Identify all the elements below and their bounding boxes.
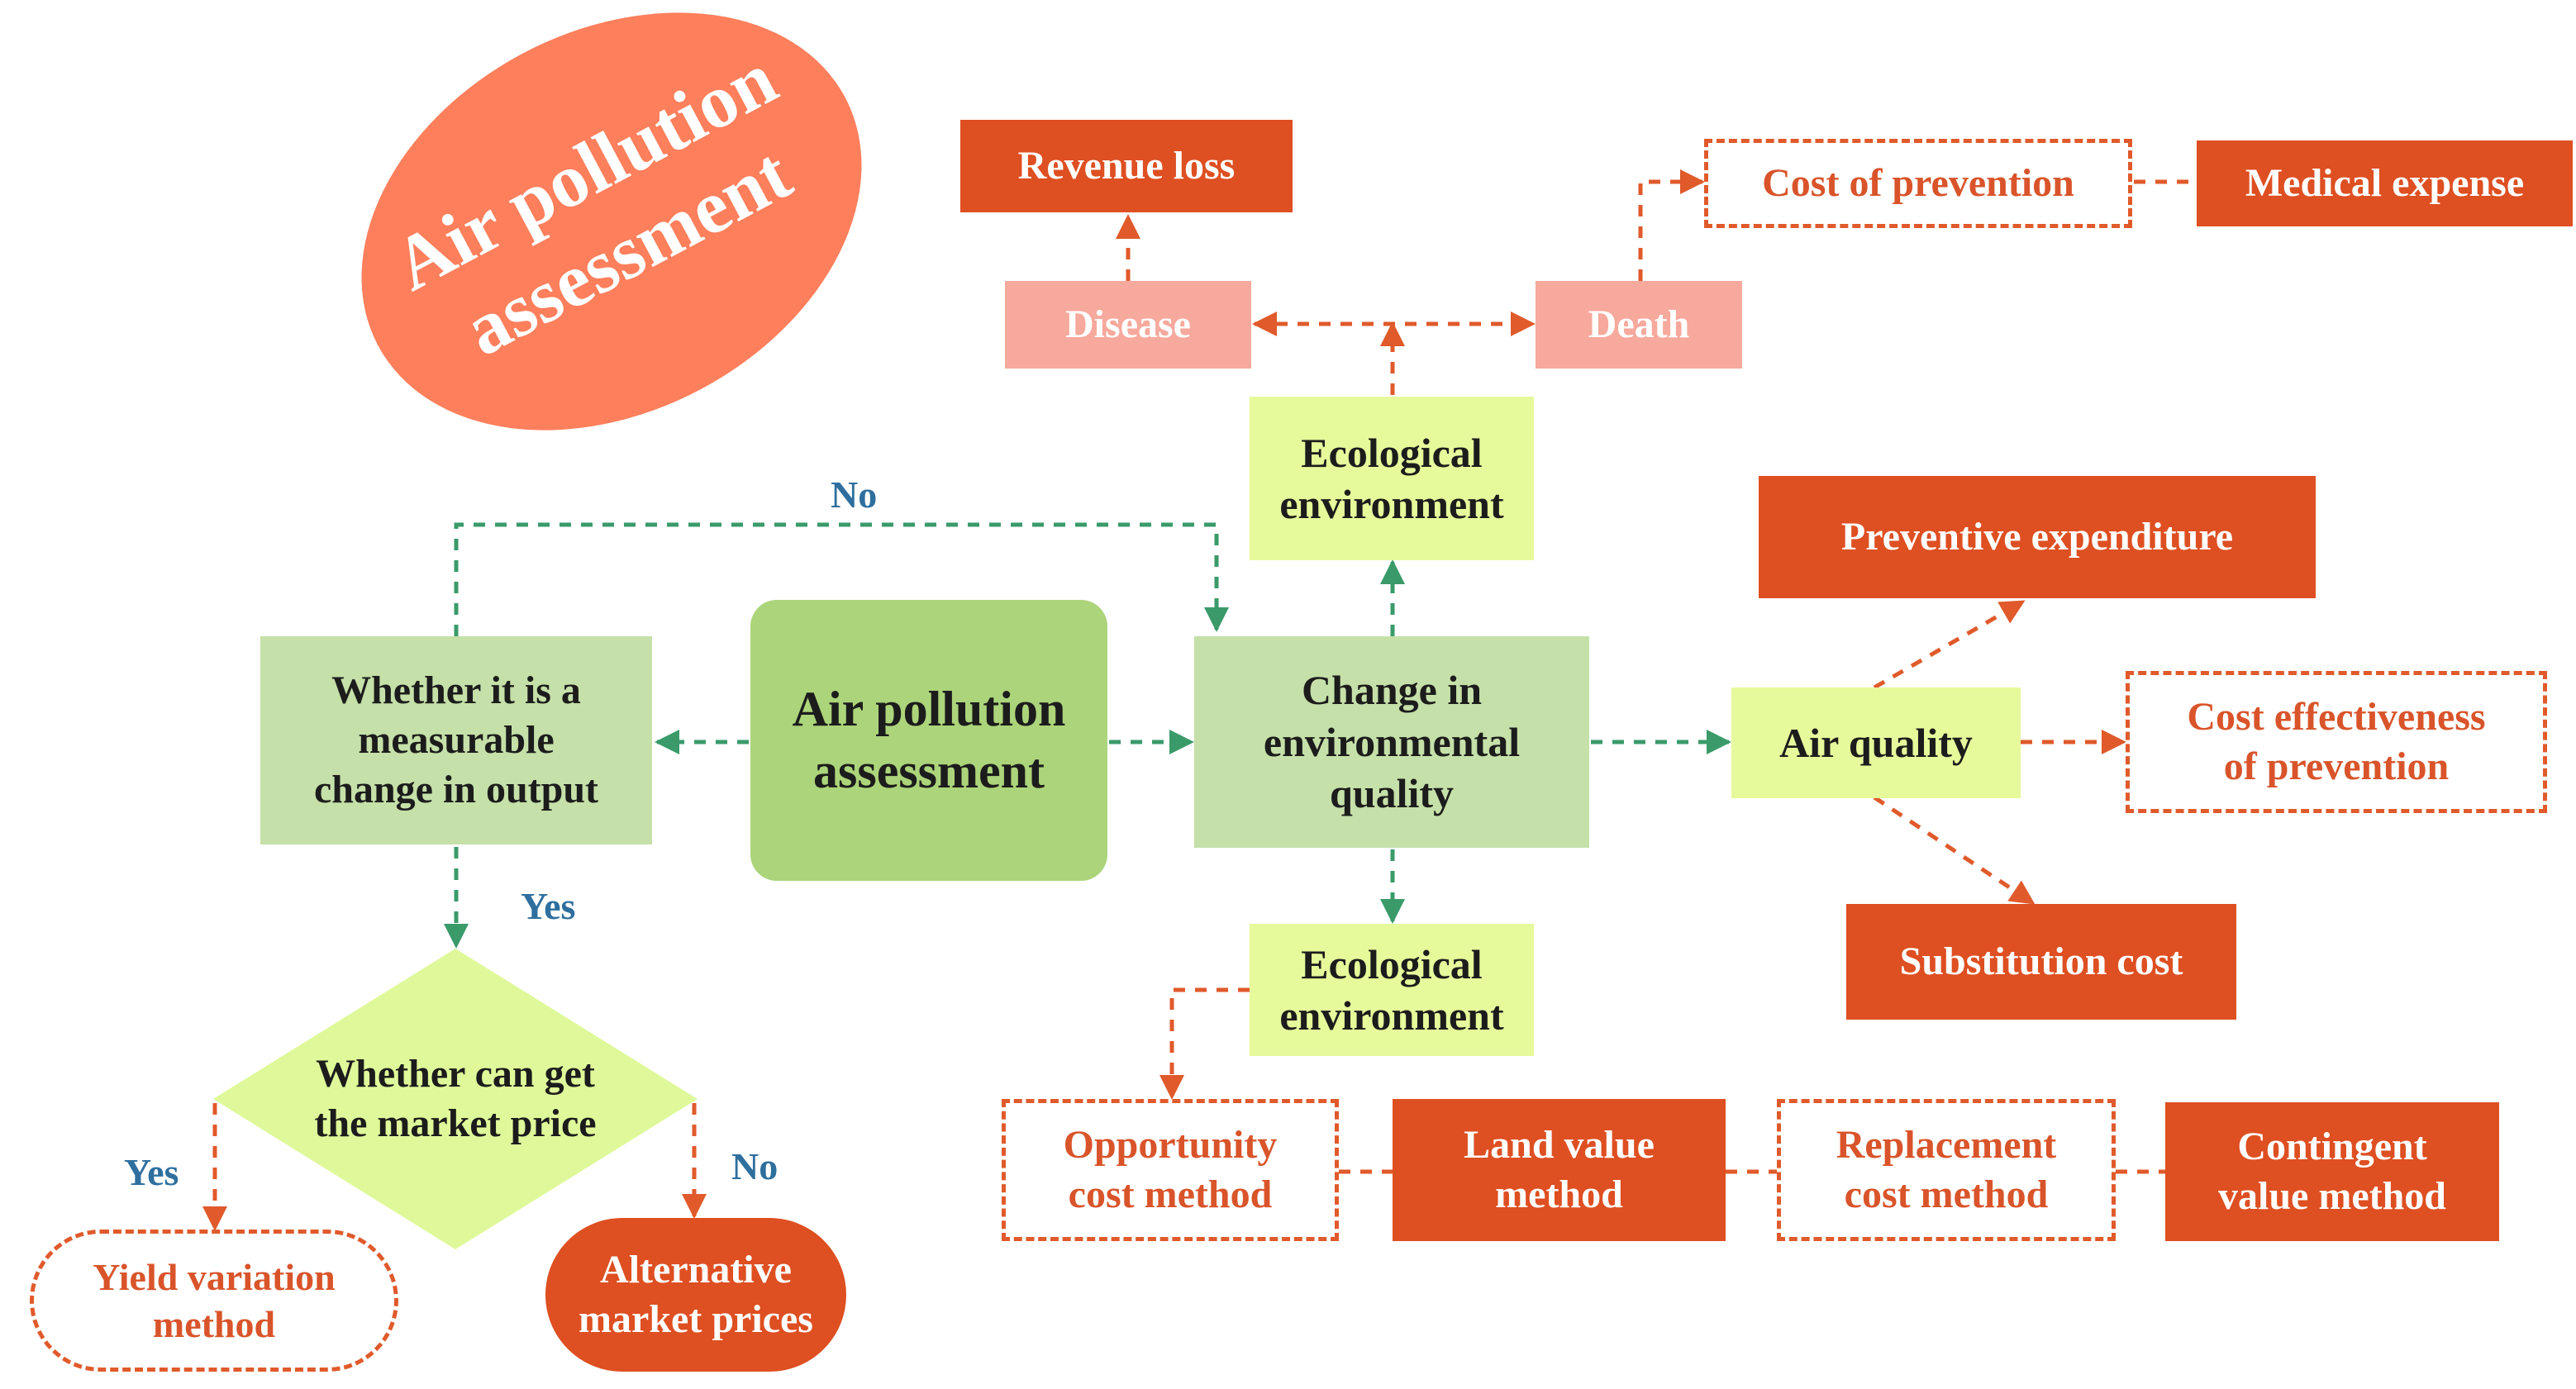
alternative-line1: Alternative [600,1248,792,1291]
eco-bottom-line1: Ecological [1301,940,1483,987]
change-line1: Change in [1301,667,1483,714]
label-no-right: No [731,1145,779,1187]
center-line1: Air pollution [792,682,1066,736]
yield-variation-box: Yield variation method [30,1230,398,1372]
contingent-line2: value method [2218,1174,2446,1218]
cost-effectiveness-line1: Cost effectiveness [2187,695,2486,739]
yield-line2: method [152,1303,276,1345]
substitution-cost-label: Substitution cost [1899,939,2183,983]
market-price-line1: Whether can get [316,1052,595,1096]
contingent-line1: Contingent [2237,1125,2427,1168]
center-line2: assessment [813,744,1045,798]
arrow-no-loop [454,522,1229,636]
eco-top-line2: environment [1279,481,1504,527]
replacement-cost-box: Replacement cost method [1777,1099,2116,1241]
ecological-environment-bottom-box: Ecological environment [1250,924,1534,1056]
revenue-loss-label: Revenue loss [1017,144,1236,188]
cost-effectiveness-line2: of prevention [2223,744,2450,788]
death-label: Death [1588,302,1690,346]
air-quality-label: Air quality [1779,719,1973,766]
label-yes-mid: Yes [521,885,576,927]
disease-box: Disease [1005,281,1251,369]
death-box: Death [1536,281,1742,369]
medical-expense-box: Medical expense [2197,140,2573,226]
eco-top-line1: Ecological [1301,429,1483,476]
air-pollution-assessment-center: Air pollution assessment [750,600,1107,881]
land-value-line2: method [1495,1173,1623,1216]
label-no-top: No [831,473,878,516]
substitution-cost-box: Substitution cost [1846,904,2236,1020]
ecological-environment-top-box: Ecological environment [1250,397,1534,560]
yield-line1: Yield variation [93,1255,336,1298]
preventive-expenditure-box: Preventive expenditure [1759,476,2316,598]
land-value-box: Land value method [1393,1099,1726,1241]
disease-label: Disease [1065,302,1191,346]
change-environmental-quality-box: Change in environmental quality [1194,636,1589,848]
title-ellipse: Air pollution assessment [361,12,862,430]
arrow-airquality-to-substitution [1873,795,2036,906]
opportunity-cost-box: Opportunity cost method [1002,1099,1339,1241]
eco-bottom-line2: environment [1279,992,1504,1039]
change-line3: quality [1329,770,1455,817]
opportunity-line2: cost method [1068,1173,1273,1216]
medical-expense-label: Medical expense [2245,161,2525,205]
market-price-line2: the market price [314,1101,597,1145]
preventive-expenditure-label: Preventive expenditure [1840,515,2234,559]
measurable-line2: measurable [358,718,555,762]
land-value-line1: Land value [1464,1123,1655,1167]
alternative-prices-box: Alternative market prices [545,1218,846,1372]
measurable-line3: change in output [313,768,599,811]
revenue-loss-box: Revenue loss [960,120,1293,212]
contingent-value-box: Contingent value method [2165,1102,2499,1241]
replacement-line1: Replacement [1836,1123,2057,1167]
cost-of-prevention-label: Cost of prevention [1762,161,2074,205]
opportunity-line1: Opportunity [1063,1123,1278,1167]
measurable-line1: Whether it is a [331,668,581,712]
arrow-death-to-prevention [1638,169,1705,281]
air-quality-box: Air quality [1731,687,2021,798]
alternative-line2: market prices [579,1297,813,1341]
change-line2: environmental [1263,718,1521,765]
arrow-airquality-to-preventive [1873,599,2026,690]
cost-effectiveness-box: Cost effectiveness of prevention [2126,671,2547,813]
replacement-line2: cost method [1844,1173,2049,1216]
measurable-change-box: Whether it is a measurable change in out… [260,636,652,844]
arrow-eco-to-opportunity [1159,987,1250,1100]
cost-of-prevention-box: Cost of prevention [1704,139,2132,228]
label-yes-left: Yes [124,1151,179,1193]
